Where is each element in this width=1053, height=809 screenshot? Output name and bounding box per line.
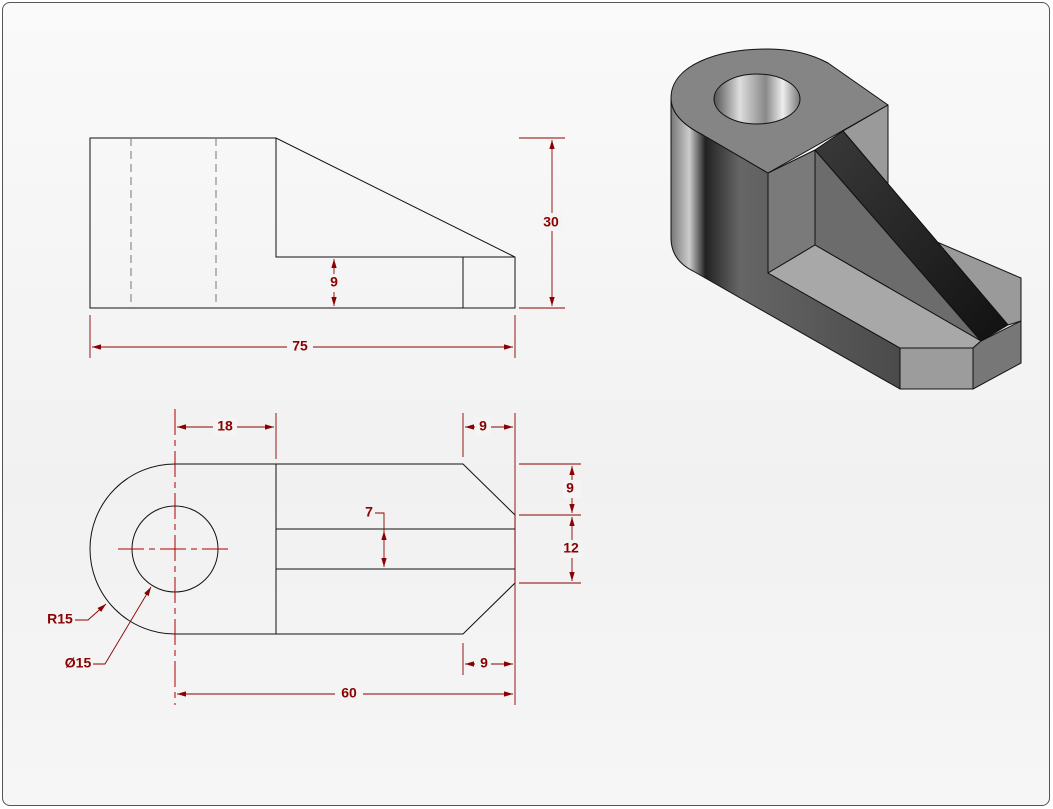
top-view: 18 9 9 60 9 12 7 R15 Ø15 bbox=[47, 409, 583, 705]
dim-bg bbox=[475, 655, 491, 673]
dim-bg bbox=[541, 213, 563, 231]
top-outline bbox=[89, 463, 516, 635]
hidden-hole-lines bbox=[130, 138, 217, 308]
dim-length: 75 bbox=[292, 338, 308, 354]
dim-bg bbox=[563, 480, 581, 498]
dim-chamfer-bottom: 9 bbox=[480, 655, 488, 671]
dim-step-height: 9 bbox=[330, 274, 338, 290]
dim-chamfer-top: 9 bbox=[479, 418, 487, 434]
dim-slot-width: 7 bbox=[365, 504, 373, 520]
front-outline bbox=[89, 137, 516, 309]
iso-diagonal-strip bbox=[814, 130, 1009, 342]
extension-lines bbox=[275, 413, 581, 705]
dim-hole-diameter: Ø15 bbox=[65, 655, 92, 671]
iso-end-face bbox=[899, 347, 974, 390]
dim-radius: R15 bbox=[47, 611, 73, 627]
dim-bg bbox=[335, 685, 363, 703]
dim-bg bbox=[475, 418, 491, 436]
technical-drawing: 30 9 75 18 9 9 60 9 12 7 bbox=[47, 48, 1022, 705]
center-lines bbox=[118, 409, 231, 705]
iso-hole bbox=[713, 73, 801, 125]
front-view: 30 9 75 bbox=[89, 137, 565, 358]
dim-bg bbox=[213, 418, 237, 436]
slot-lines bbox=[276, 528, 515, 570]
dim-bg bbox=[327, 274, 341, 292]
front-step bbox=[275, 138, 515, 308]
dim-chamfer-vertical: 9 bbox=[566, 480, 574, 496]
dim-bg bbox=[287, 338, 313, 356]
extension-lines bbox=[89, 137, 565, 358]
dim-overall-length: 60 bbox=[341, 685, 357, 701]
dim-height: 30 bbox=[543, 214, 559, 230]
dim-boss-length: 18 bbox=[217, 418, 233, 434]
diameter-leader bbox=[93, 586, 152, 665]
isometric-view bbox=[670, 48, 1022, 390]
dim-end-face: 12 bbox=[563, 540, 579, 556]
iso-chamfer-face bbox=[972, 320, 1022, 390]
dim-7-leader bbox=[375, 512, 385, 531]
radius-leader bbox=[75, 603, 107, 621]
dim-bg bbox=[561, 540, 583, 558]
